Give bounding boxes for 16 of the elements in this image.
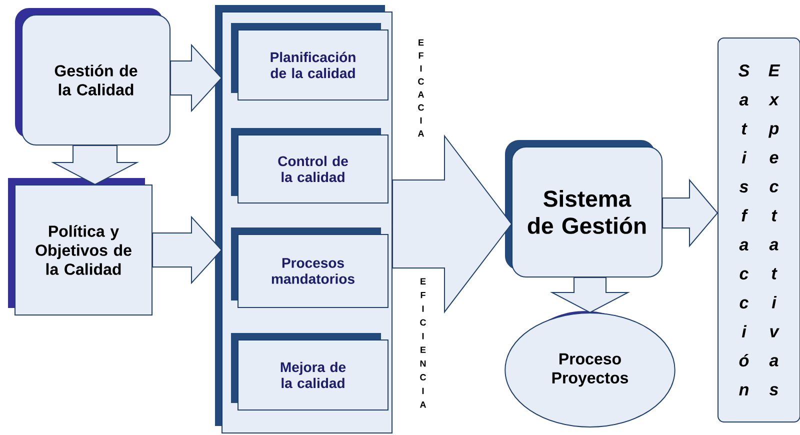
vertical-band: Satisfacción Expectativas: [718, 38, 800, 422]
process-box: Control de la calidad: [231, 128, 388, 204]
process-box: Sistema de Gestión: [505, 140, 662, 278]
block-arrow: [50, 145, 140, 186]
process-box: Procesos mandatorios: [231, 228, 388, 308]
vertical-label: EFICACIA: [418, 39, 424, 137]
block-arrow: [152, 216, 222, 284]
process-box: Gestión de la Calidad: [15, 8, 170, 146]
block-arrow: [550, 277, 630, 314]
process-box: Política y Objetivos de la Calidad: [8, 178, 152, 316]
block-arrow: [392, 134, 512, 314]
process-box: Mejora de la calidad: [231, 333, 388, 410]
vertical-label: EFICIENCIA: [420, 278, 426, 408]
block-arrow: [170, 44, 222, 112]
block-arrow: [662, 178, 718, 248]
process-box: Planificación de la calidad: [231, 23, 388, 100]
